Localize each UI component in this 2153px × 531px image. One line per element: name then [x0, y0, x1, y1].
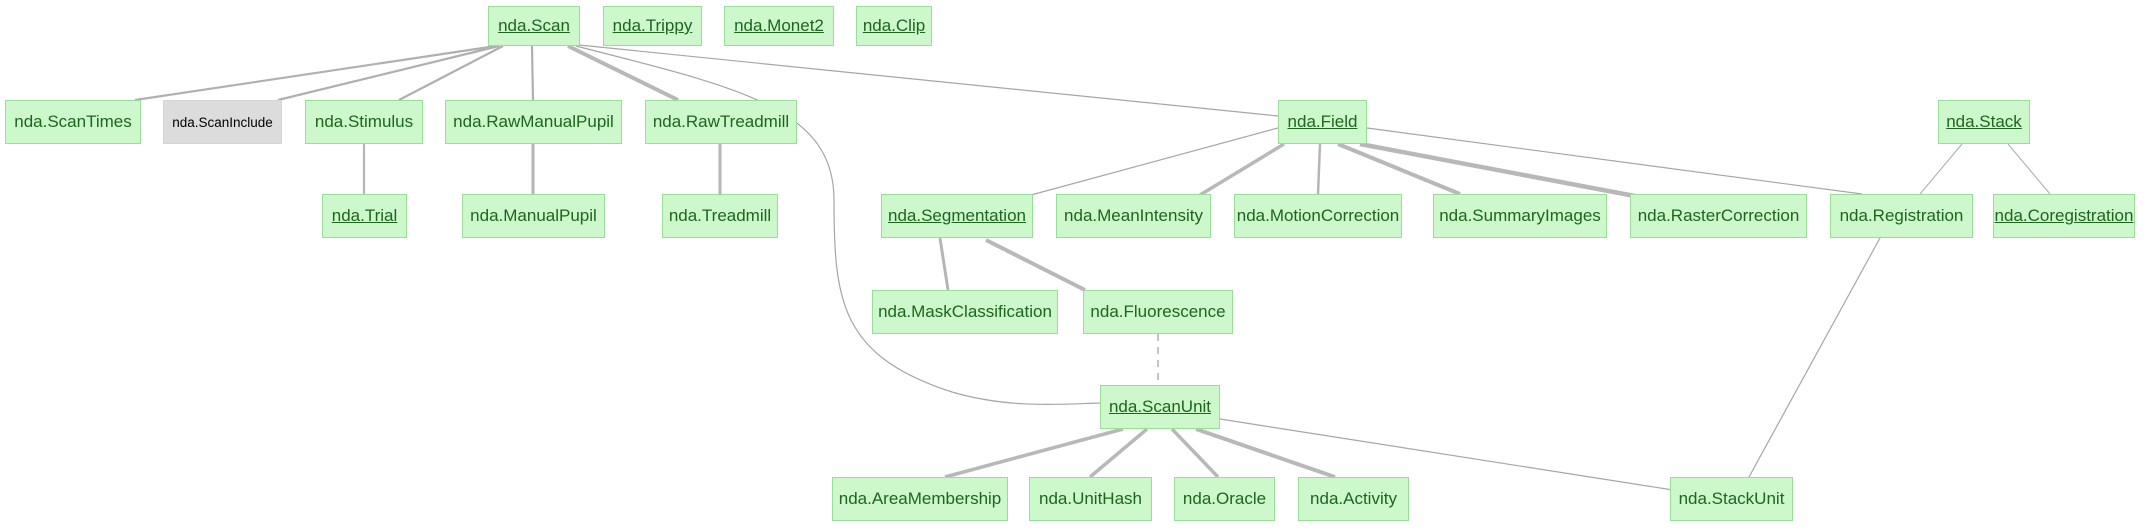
edge-scan-scaninclude — [277, 44, 500, 102]
node-nda-rastercorrection[interactable]: nda.RasterCorrection — [1630, 194, 1807, 238]
node-nda-treadmill[interactable]: nda.Treadmill — [662, 194, 778, 238]
node-label: nda.ScanUnit — [1108, 397, 1212, 416]
node-nda-clip[interactable]: nda.Clip — [856, 6, 932, 46]
edge-scan-scantimes — [134, 44, 497, 102]
node-nda-rawtreadmill[interactable]: nda.RawTreadmill — [645, 100, 797, 144]
edge-scanunit-stackunit — [1219, 418, 1674, 491]
node-label: nda.MeanIntensity — [1064, 206, 1203, 225]
edge-field-registration — [1366, 127, 1863, 195]
node-nda-stimulus[interactable]: nda.Stimulus — [305, 100, 423, 144]
node-label: nda.Coregistration — [1994, 206, 2134, 225]
node-nda-scaninclude[interactable]: nda.ScanInclude — [163, 100, 282, 144]
node-label: nda.RawTreadmill — [652, 112, 790, 131]
node-nda-scanunit[interactable]: nda.ScanUnit — [1100, 385, 1220, 429]
node-label: nda.Trial — [331, 206, 398, 225]
node-nda-summaryimages[interactable]: nda.SummaryImages — [1433, 194, 1607, 238]
node-label: nda.Field — [1287, 112, 1358, 131]
edge-scanunit-oracle — [1170, 427, 1220, 479]
node-label: nda.MotionCorrection — [1236, 206, 1400, 225]
edge-field-motioncorrection — [1316, 143, 1322, 195]
node-label: nda.AreaMembership — [838, 489, 1002, 508]
node-label: nda.UnitHash — [1038, 489, 1142, 508]
node-nda-stackunit[interactable]: nda.StackUnit — [1670, 477, 1793, 521]
node-label: nda.Stack — [1946, 112, 2022, 131]
edge-scanunit-activity — [1195, 427, 1336, 479]
node-label: nda.Fluorescence — [1090, 302, 1226, 321]
edge-segmentation-fluorescence — [985, 238, 1086, 292]
edge-stack-registration — [1919, 143, 1963, 195]
node-nda-oracle[interactable]: nda.Oracle — [1174, 477, 1275, 521]
node-label: nda.ScanInclude — [172, 114, 273, 130]
node-nda-areamembership[interactable]: nda.AreaMembership — [832, 477, 1008, 521]
edge-field-segmentation — [1030, 127, 1279, 196]
node-label: nda.Trippy — [612, 16, 693, 35]
edge-scan-field — [578, 44, 1279, 117]
edge-scan-rawmanualpupil — [530, 45, 535, 101]
node-nda-coregistration[interactable]: nda.Coregistration — [1993, 194, 2135, 238]
node-label: nda.RasterCorrection — [1637, 206, 1800, 225]
node-label: nda.Stimulus — [314, 112, 414, 131]
node-nda-meanintensity[interactable]: nda.MeanIntensity — [1056, 194, 1211, 238]
edge-field-rastercorrection — [1359, 141, 1641, 200]
node-nda-registration[interactable]: nda.Registration — [1830, 194, 1973, 238]
node-label: nda.Segmentation — [888, 206, 1026, 225]
edge-field-summaryimages — [1337, 142, 1461, 196]
node-label: nda.ManualPupil — [470, 206, 597, 225]
node-label: nda.Registration — [1839, 206, 1964, 225]
edge-segmentation-maskclassification — [938, 237, 950, 291]
node-nda-trial[interactable]: nda.Trial — [322, 194, 407, 238]
node-label: nda.Treadmill — [668, 206, 772, 225]
node-label: nda.Activity — [1310, 489, 1397, 508]
node-label: nda.Scan — [498, 16, 570, 35]
edge-scan-scanunit — [575, 45, 1101, 406]
node-label: nda.ScanTimes — [14, 112, 132, 131]
node-nda-scan[interactable]: nda.Scan — [488, 6, 580, 46]
node-nda-manualpupil[interactable]: nda.ManualPupil — [462, 194, 605, 238]
edge-scanunit-areamembership — [944, 427, 1124, 479]
node-nda-fluorescence[interactable]: nda.Fluorescence — [1083, 290, 1233, 334]
node-nda-unithash[interactable]: nda.UnitHash — [1029, 477, 1152, 521]
node-label: nda.Monet2 — [734, 16, 824, 35]
node-label: nda.MaskClassification — [878, 302, 1052, 321]
node-label: nda.RawManualPupil — [453, 112, 614, 131]
node-label: nda.Oracle — [1182, 489, 1267, 508]
node-nda-field[interactable]: nda.Field — [1278, 100, 1367, 144]
node-nda-rawmanualpupil[interactable]: nda.RawManualPupil — [445, 100, 622, 144]
node-nda-scantimes[interactable]: nda.ScanTimes — [5, 100, 141, 144]
node-label: nda.SummaryImages — [1439, 206, 1601, 225]
node-label: nda.StackUnit — [1678, 489, 1785, 508]
node-nda-monet2[interactable]: nda.Monet2 — [724, 6, 834, 46]
edge-scanunit-unithash — [1088, 427, 1149, 479]
node-nda-segmentation[interactable]: nda.Segmentation — [881, 194, 1033, 238]
node-nda-activity[interactable]: nda.Activity — [1298, 477, 1409, 521]
node-nda-motioncorrection[interactable]: nda.MotionCorrection — [1234, 194, 1402, 238]
edge-scan-stimulus — [398, 45, 504, 101]
node-nda-stack[interactable]: nda.Stack — [1938, 100, 2030, 144]
node-label: nda.Clip — [862, 16, 926, 35]
edge-registration-stackunit — [1748, 237, 1881, 478]
edge-stack-coregistration — [2007, 143, 2051, 195]
node-nda-maskclassification[interactable]: nda.MaskClassification — [872, 290, 1058, 334]
node-nda-trippy[interactable]: nda.Trippy — [603, 6, 702, 46]
edge-field-meanintensity — [1199, 142, 1285, 197]
edge-scan-rawtreadmill — [567, 44, 679, 102]
